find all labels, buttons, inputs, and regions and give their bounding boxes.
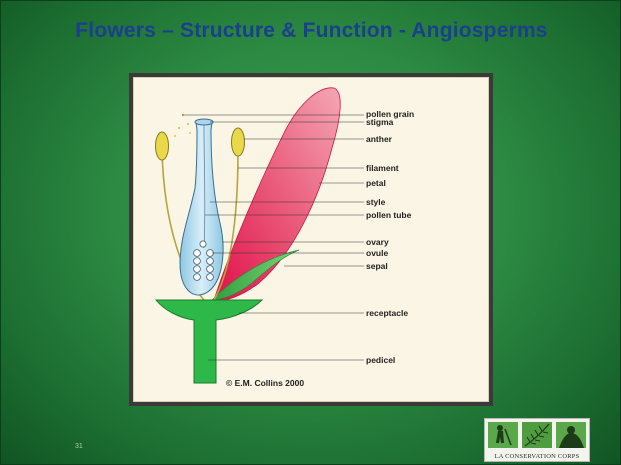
label-petal: petal bbox=[366, 178, 386, 188]
receptacle-shape bbox=[156, 300, 262, 383]
logo-pictures bbox=[485, 419, 589, 453]
flower-diagram-frame: pollen grain stigma anther filament peta… bbox=[129, 73, 493, 406]
label-pedicel: pedicel bbox=[366, 355, 395, 365]
logo-caption: LA CONSERVATION CORPS bbox=[485, 453, 589, 460]
copyright-credit: © E.M. Collins 2000 bbox=[226, 378, 304, 388]
label-anther: anther bbox=[366, 134, 393, 144]
slide-title: Flowers – Structure & Function - Angiosp… bbox=[1, 19, 621, 43]
pollen-dot bbox=[187, 123, 189, 125]
flower-diagram-svg: pollen grain stigma anther filament peta… bbox=[134, 78, 488, 401]
part-labels: pollen grain stigma anther filament peta… bbox=[366, 109, 414, 365]
label-stigma: stigma bbox=[366, 117, 394, 127]
label-filament: filament bbox=[366, 163, 399, 173]
flower-diagram: pollen grain stigma anther filament peta… bbox=[133, 77, 489, 402]
petal-shape bbox=[214, 88, 340, 301]
label-receptacle: receptacle bbox=[366, 308, 408, 318]
anther-left bbox=[156, 132, 169, 160]
pollen-dot bbox=[178, 127, 180, 129]
pistil-shape bbox=[180, 122, 223, 295]
pollen-dot bbox=[174, 135, 176, 137]
label-sepal: sepal bbox=[366, 261, 388, 271]
slide-number: 31 bbox=[75, 443, 83, 450]
label-style: style bbox=[366, 197, 386, 207]
pollen-dot bbox=[189, 132, 191, 134]
la-conservation-corps-logo: LA CONSERVATION CORPS bbox=[484, 418, 590, 462]
label-ovary: ovary bbox=[366, 237, 389, 247]
anther-right bbox=[232, 128, 245, 156]
label-ovule: ovule bbox=[366, 248, 388, 258]
label-pollen-tube: pollen tube bbox=[366, 210, 412, 220]
